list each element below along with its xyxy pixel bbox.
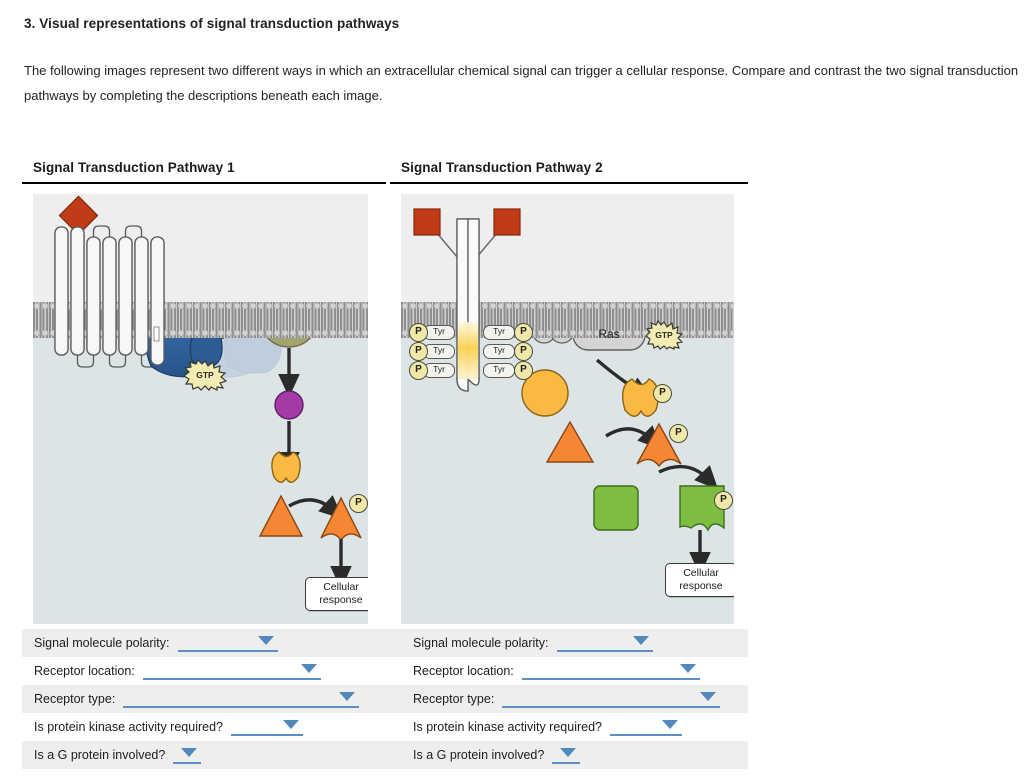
inactive-substrate [258, 494, 304, 537]
form-cell-right: Receptor type: [402, 685, 748, 713]
panel-divider [390, 182, 748, 184]
phosphate-badge-right-1: P [514, 323, 533, 342]
ras-label: Ras [598, 327, 620, 341]
chevron-down-icon [282, 720, 299, 729]
form-cell-left: Is protein kinase activity required? [22, 713, 402, 741]
field-label: Signal molecule polarity: [413, 636, 549, 650]
pathway-1-heading: Signal Transduction Pathway 1 [33, 160, 235, 175]
second-messenger [274, 390, 304, 420]
field-label: Is a G protein involved? [413, 748, 545, 762]
g-protein-involved-dropdown-2[interactable] [552, 746, 581, 764]
field-label: Receptor type: [413, 692, 495, 706]
pathway-1-diagram: GTP P Cellular response [33, 194, 368, 624]
tyr-label-right-2: Tyr [483, 344, 515, 359]
field-label: Signal molecule polarity: [34, 636, 170, 650]
form-cell-right: Receptor location: [402, 657, 748, 685]
receptor-location-dropdown-1[interactable] [142, 662, 321, 680]
form-row: Receptor location: Receptor location: [22, 657, 748, 685]
gtp-starburst-icon [645, 320, 683, 350]
phosphate-badge-left-2: P [409, 342, 428, 361]
signal-molecule-square-right [493, 208, 521, 236]
receptor-location-dropdown-2[interactable] [521, 662, 700, 680]
chevron-down-icon [560, 748, 577, 757]
form-row: Is a G protein involved? Is a G protein … [22, 741, 748, 769]
field-label: Receptor location: [413, 664, 514, 678]
protein-kinase-required-dropdown-1[interactable] [230, 718, 303, 736]
signal-molecule-diamond [58, 195, 99, 236]
tyr-label-right-1: Tyr [483, 325, 515, 340]
gtp-label: GTP [655, 330, 673, 340]
receptor-type-dropdown-1[interactable] [123, 690, 360, 708]
tyr-label-left-3: Tyr [423, 363, 455, 378]
form-cell-left: Is a G protein involved? [22, 741, 402, 769]
field-label: Receptor type: [34, 692, 116, 706]
form-cell-left: Receptor type: [22, 685, 402, 713]
chevron-down-icon [300, 664, 317, 673]
activated-kinase-3 [679, 485, 725, 532]
page-title: 3. Visual representations of signal tran… [24, 16, 400, 31]
phospholipid-heads-inner [401, 329, 734, 338]
signal-molecule-polarity-dropdown-1[interactable] [177, 634, 278, 652]
chevron-down-icon [700, 692, 717, 701]
phosphate-badge-left-1: P [409, 323, 428, 342]
pathway-2-graphics [413, 208, 725, 576]
form-cell-right: Is a G protein involved? [402, 741, 748, 769]
panel-divider [22, 182, 386, 184]
field-label: Receptor location: [34, 664, 135, 678]
form-cell-left: Receptor location: [22, 657, 402, 685]
chevron-down-icon [632, 636, 649, 645]
field-label: Is protein kinase activity required? [413, 720, 602, 734]
pathway-1-panel: Signal Transduction Pathway 1 [22, 160, 386, 624]
inactive-kinase-3 [593, 485, 639, 531]
phosphate-badge-right-3: P [514, 361, 533, 380]
form-row: Signal molecule polarity: Signal molecul… [22, 629, 748, 657]
question-intro-text: The following images represent two diffe… [24, 63, 1019, 103]
field-label: Is protein kinase activity required? [34, 720, 223, 734]
signal-molecule-square-left [413, 208, 441, 236]
pathway-2-diagram: Tyr Tyr Tyr P P P Tyr Tyr Tyr P P P Ras … [401, 194, 734, 624]
pathway-2-heading: Signal Transduction Pathway 2 [401, 160, 603, 175]
tyr-label-right-3: Tyr [483, 363, 515, 378]
phosphate-badge-kinase-2: P [669, 424, 688, 443]
chevron-down-icon [661, 720, 678, 729]
phosphate-badge-kinase-1: P [653, 384, 672, 403]
phospholipid-heads-outer [33, 302, 368, 311]
gtp-label: GTP [196, 370, 214, 380]
chevron-down-icon [679, 664, 696, 673]
chevron-down-icon [257, 636, 274, 645]
protein-kinase-required-dropdown-2[interactable] [609, 718, 682, 736]
activated-kinase-2 [636, 422, 682, 468]
pathway-2-panel: Signal Transduction Pathway 2 [390, 160, 748, 624]
form-row: Is protein kinase activity required? Is … [22, 713, 748, 741]
inactive-kinase-2 [545, 420, 595, 463]
g-protein-involved-dropdown-1[interactable] [173, 746, 202, 764]
phospholipid-heads-outer [401, 302, 734, 311]
phosphate-badge-kinase-3: P [714, 491, 733, 510]
tyr-label-left-2: Tyr [423, 344, 455, 359]
pathway-1-graphics [54, 195, 362, 590]
chevron-down-icon [339, 692, 356, 701]
phosphate-badge-right-2: P [514, 342, 533, 361]
form-cell-left: Signal molecule polarity: [22, 629, 402, 657]
chevron-down-icon [181, 748, 198, 757]
inactive-kinase-1 [521, 369, 569, 417]
cellular-response-label: Cellular response [665, 563, 734, 597]
phospholipid-heads-inner [33, 329, 368, 338]
protein-kinase [271, 451, 301, 483]
phosphate-badge-left-3: P [409, 361, 428, 380]
receptor-type-dropdown-2[interactable] [502, 690, 721, 708]
gtp-starburst-icon [183, 359, 227, 391]
field-label: Is a G protein involved? [34, 748, 166, 762]
form-cell-right: Is protein kinase activity required? [402, 713, 748, 741]
answer-form: Signal molecule polarity: Signal molecul… [22, 629, 748, 769]
form-cell-right: Signal molecule polarity: [402, 629, 748, 657]
plasma-membrane [33, 302, 368, 338]
signal-molecule-polarity-dropdown-2[interactable] [556, 634, 653, 652]
phosphate-badge: P [349, 494, 368, 513]
form-row: Receptor type: Receptor type: [22, 685, 748, 713]
cellular-response-label: Cellular response [305, 577, 368, 611]
